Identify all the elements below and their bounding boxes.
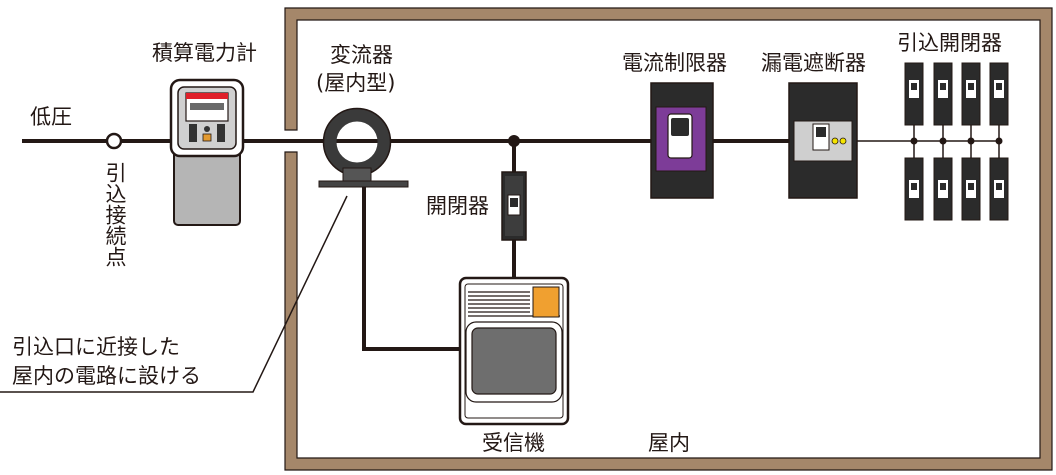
current-transformer xyxy=(318,107,409,188)
note-line-2: 屋内の電路に設ける xyxy=(12,364,201,388)
indoor-wall xyxy=(284,7,1053,471)
ct-label-line2: (屋内型) xyxy=(316,71,396,95)
branch-switch-bottom-3 xyxy=(961,157,981,221)
note-leader-line xyxy=(0,195,348,393)
note-line-1: 引込口に近接した xyxy=(12,335,180,359)
current-limiter-label: 電流制限器 xyxy=(622,51,727,75)
service-point-label: 引込接続点 xyxy=(103,162,127,267)
leakage-breaker-label: 漏電遮断器 xyxy=(761,51,866,75)
ct-label-line1: 変流器 xyxy=(330,43,393,67)
service-point-circle xyxy=(105,132,123,150)
branch-switch-top-3 xyxy=(961,62,981,126)
current-limiter xyxy=(650,82,714,199)
branch-switch-top-1 xyxy=(904,62,924,126)
branch-switch-top-4 xyxy=(989,62,1009,126)
indoor-label: 屋内 xyxy=(648,431,690,455)
branch-switch-top-2 xyxy=(933,62,953,126)
ct-signal-wire xyxy=(362,187,462,351)
branch-switch-group xyxy=(904,62,1009,221)
receiver-unit xyxy=(458,276,570,426)
branch-switch-bottom-2 xyxy=(933,157,953,221)
branch-switch-bottom-1 xyxy=(904,157,924,221)
watt-hour-meter xyxy=(169,78,245,226)
meter-label: 積算電力計 xyxy=(152,41,257,65)
switch-label: 開閉器 xyxy=(426,194,489,218)
branch-switch-bottom-4 xyxy=(989,157,1009,221)
receiver-label: 受信機 xyxy=(482,431,545,455)
switch-device xyxy=(501,171,527,241)
leakage-breaker xyxy=(788,82,858,199)
branch-switches-label: 引込開閉器 xyxy=(897,31,1002,55)
low-voltage-label: 低圧 xyxy=(30,105,72,129)
